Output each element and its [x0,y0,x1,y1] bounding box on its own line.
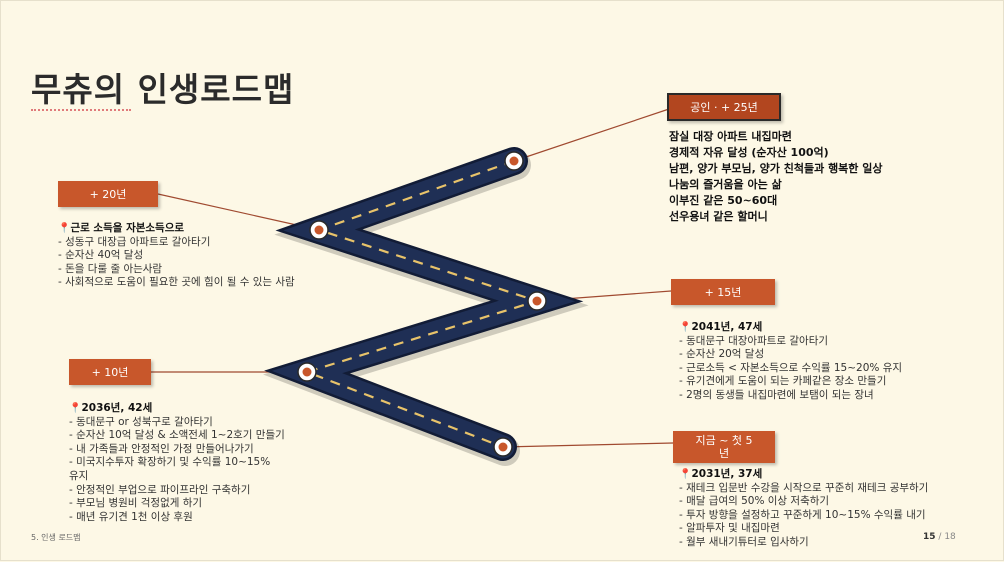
list-item: - 월부 새내기튜터로 입사하기 [679,535,809,548]
connector-line-20 [157,193,320,231]
waypoint-marker [309,220,329,240]
block-heading: 2041년, 47세 [691,321,763,333]
list-item: - 성동구 대장급 아파트로 갈아타기 [58,235,211,248]
goal-item: 이부진 같은 50~60대 [669,194,778,207]
list-item: - 사회적으로 도움이 필요한 곳에 힘이 될 수 있는 사람 [58,276,295,289]
waypoint-marker [527,291,547,311]
pin-icon: 📍 [58,223,71,234]
list-item: - 매년 유기견 1천 이상 후원 [69,510,193,523]
pin-icon: 📍 [679,469,692,480]
list-item: - 내 가족들과 안정적인 가정 만들어나가기 [69,442,254,455]
pin-icon: 📍 [679,322,692,333]
list-item: - 돈을 다룰 줄 아는사람 [58,262,163,275]
pin-icon: 📍 [69,403,82,414]
list-item: - 동대문구 대장아파트로 갈아타기 [679,334,829,347]
block-now: 📍2031년, 37세 - 재테크 입문반 수강을 시작으로 꾸준히 재테크 공… [679,468,928,550]
block-heading: 2036년, 42세 [81,402,153,414]
block-15-years: 📍2041년, 47세 - 동대문구 대장아파트로 갈아타기 - 순자산 20억… [679,321,902,403]
goal-item: 나눔의 즐거움을 아는 삶 [669,178,782,191]
goal-list: 잠실 대장 아파트 내집마련 경제적 자유 달성 (순자산 100억) 남편, … [669,129,883,225]
label-now-5-years: 지금 ~ 첫 5년 [673,431,775,463]
connector-line-top [513,108,670,162]
goal-item: 선우용녀 같은 할머니 [669,210,768,223]
block-20-years: 📍근로 소득을 자본소득으로 - 성동구 대장급 아파트로 갈아타기 - 순자산… [58,222,295,290]
block-10-years: 📍2036년, 42세 - 동대문구 or 성북구로 갈아타기 - 순자산 10… [69,402,285,524]
waypoint-marker [493,437,513,457]
list-item: - 순자산 10억 달성 & 소액전세 1~2호기 만들기 [69,429,285,442]
block-heading: 2031년, 37세 [691,468,763,480]
goal-item: 경제적 자유 달성 (순자산 100억) [669,146,829,159]
block-heading: 근로 소득을 자본소득으로 [70,222,185,234]
label-25-years: 공인 · + 25년 [667,93,781,121]
list-item: - 2명의 동생들 내집마련에 보탬이 되는 장녀 [679,388,874,401]
label-20-years: + 20년 [58,181,158,207]
list-item: - 알파투자 및 내집마련 [679,522,780,535]
list-item: - 미국지수투자 확장하기 및 수익률 10~15% [69,456,271,469]
list-item: - 부모님 병원비 걱정없게 하기 [69,497,203,510]
goal-item: 남편, 양가 부모님, 양가 친척들과 행복한 일상 [669,162,883,175]
list-item: - 안정적인 부업으로 파이프라인 구축하기 [69,483,251,496]
list-item: - 순자산 20억 달성 [679,348,765,361]
list-item: - 투자 방향을 설정하고 꾸준하게 10~15% 수익률 내기 [679,508,926,521]
list-item: 유지 [69,469,89,482]
list-item: - 동대문구 or 성북구로 갈아타기 [69,415,213,428]
list-item: - 유기견에게 도움이 되는 카페같은 장소 만들기 [679,375,887,388]
list-item: - 순자산 40억 달성 [58,249,144,262]
waypoint-marker [297,362,317,382]
goal-item: 잠실 대장 아파트 내집마련 [669,130,792,143]
label-10-years: + 10년 [69,359,151,385]
page-number: 15 [923,532,936,542]
label-15-years: + 15년 [671,279,775,305]
list-item: - 매달 급여의 50% 이상 저축하기 [679,495,830,508]
title-spellcheck-underline [31,107,131,111]
connector-line-now [502,442,674,448]
waypoint-marker [504,151,524,171]
page-total: 18 [944,532,956,542]
list-item: - 재테크 입문반 수강을 시작으로 꾸준히 재테크 공부하기 [679,481,929,494]
list-item: - 근로소득 < 자본소득으로 수익률 15~20% 유지 [679,361,903,374]
footer-section-label: 5. 인생 로드맵 [31,533,81,542]
page-title: 무츄의 인생로드맵 [31,70,295,109]
page-indicator: 15 / 18 [923,532,956,542]
